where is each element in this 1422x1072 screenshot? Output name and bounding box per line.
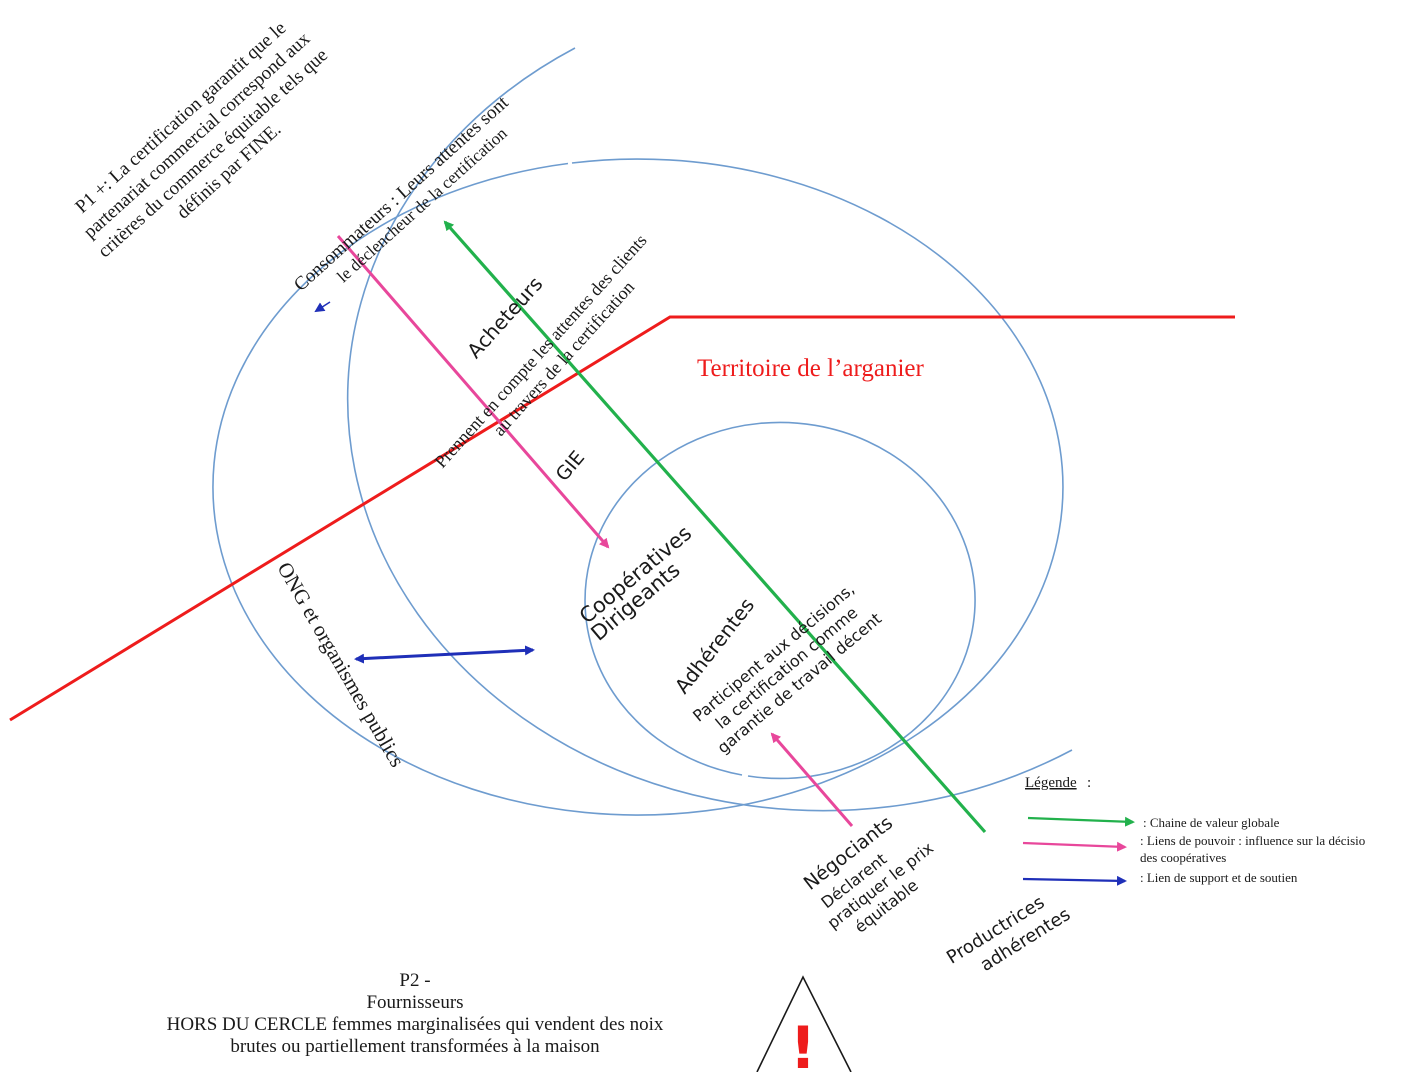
- legend-item-power: : Liens de pouvoir : influence sur la dé…: [1140, 833, 1365, 848]
- p1-text-block: P1 +: La certification garantit que le p…: [71, 18, 331, 262]
- outer-circle: [346, 47, 1073, 812]
- gie-label: GIE: [552, 447, 590, 486]
- legend-item-value-chain: : Chaine de valeur globale: [1143, 815, 1280, 830]
- territoire-label: Territoire de l’arganier: [697, 355, 925, 382]
- value-chain-arrow: [443, 220, 987, 834]
- middle-circle: [212, 158, 1064, 816]
- consommateurs-line-1: Consommateurs : Leurs attentes sont: [290, 92, 513, 296]
- ong-label: ONG et organismes publics: [273, 558, 410, 771]
- cooperatives-label: Coopératives Dirigeants: [575, 521, 697, 646]
- p2-line-2: Fournisseurs: [366, 992, 463, 1013]
- legend-green-arrow: [1027, 816, 1135, 827]
- power-arrow-consumers: [336, 235, 610, 549]
- power-arrow-negociants: [770, 732, 854, 827]
- acheteurs-desc-line-1: Prennent en compte les attentes des clie…: [430, 230, 650, 471]
- support-arrow: [354, 645, 535, 664]
- legend-item-support: : Lien de support et de soutien: [1140, 870, 1298, 885]
- legend-pink-arrow: [1022, 841, 1127, 852]
- warning-mark: !: [790, 1014, 816, 1072]
- warning-icon: !: [756, 975, 852, 1072]
- small-hook-arrow: [314, 301, 331, 313]
- p2-line-4: brutes ou partiellement transformées à l…: [230, 1036, 600, 1057]
- legend-title-colon: :: [1087, 775, 1091, 791]
- consommateurs-line-2: le déclencheur de la certification: [333, 123, 511, 286]
- legend-blue-arrow: [1022, 875, 1127, 886]
- adherentes-description: Participent aux décisions, la certificat…: [689, 579, 885, 757]
- legend-title: Légende: [1025, 775, 1077, 791]
- legend-item-power-line2: des coopératives: [1140, 850, 1226, 865]
- p2-line-1: P2 -: [399, 970, 430, 991]
- negociants-description: Déclarent pratiquer le prix équitable: [817, 838, 937, 937]
- territory-boundary-line: [9, 315, 1235, 722]
- legend: Légende : : Chaine de valeur globale : L…: [1022, 775, 1365, 886]
- consommateurs-label: Consommateurs : Leurs attentes sont le d…: [290, 92, 513, 296]
- acheteurs-description: Prennent en compte les attentes des clie…: [430, 230, 650, 471]
- productrices-label: Productrices adhérentes: [943, 892, 1074, 976]
- inner-circle: [584, 421, 976, 780]
- p2-text-block: P2 - Fournisseurs HORS DU CERCLE femmes …: [167, 970, 664, 1057]
- p2-line-3: HORS DU CERCLE femmes marginalisées qui …: [167, 1014, 664, 1035]
